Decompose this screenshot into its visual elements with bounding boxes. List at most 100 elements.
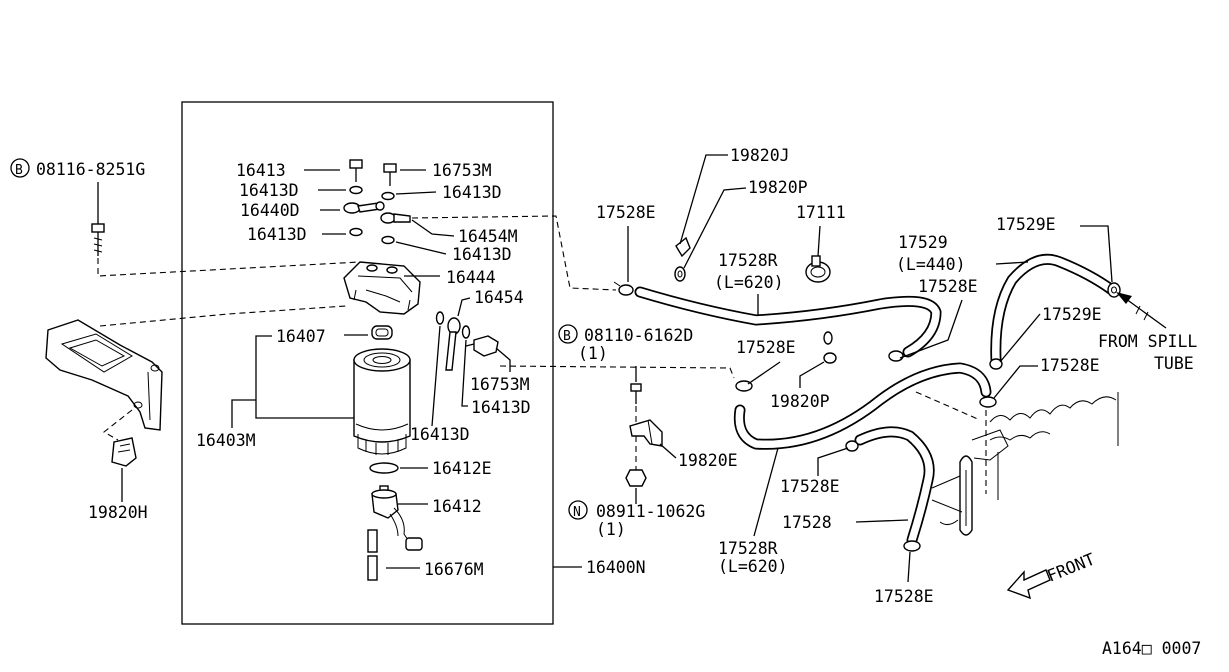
- label-16440d: 16440D: [240, 201, 300, 220]
- clamp-19820j: [675, 236, 691, 258]
- circle-n-badge: N: [568, 500, 588, 520]
- label-19820p-top: 19820P: [748, 178, 808, 197]
- figure-code: A164□ 0007: [1102, 639, 1201, 658]
- banjo-16440d: [343, 201, 385, 214]
- washer-16413d-e: [461, 325, 471, 339]
- label-16413d-d: 16413D: [452, 245, 512, 264]
- bracket-19820h: [45, 319, 163, 431]
- nut-08911: [625, 469, 647, 487]
- clamp-17528e-d: [979, 396, 997, 408]
- front-arrow-icon: [1006, 569, 1051, 600]
- label-08110-qty: (1): [578, 344, 608, 363]
- label-16413d-a: 16413D: [239, 181, 299, 200]
- clamp-17528e-a: [613, 281, 634, 296]
- clamp-17528e-f: [903, 540, 921, 552]
- label-16400n: 16400N: [586, 558, 646, 577]
- label-17529-len: (L=440): [896, 255, 966, 274]
- washer-16413d-f: [435, 311, 445, 325]
- label-17528e-e: 17528E: [780, 477, 840, 496]
- clamp-17529e-mid: [989, 358, 1003, 370]
- seal-16407: [371, 325, 393, 340]
- label-from-spill-1: FROM SPILL: [1098, 332, 1197, 351]
- bolt-08110: [630, 383, 642, 404]
- label-17111: 17111: [796, 203, 846, 222]
- circle-b-badge-mid: B: [558, 324, 578, 344]
- label-17529: 17529: [898, 233, 948, 252]
- clamp-19820p-low: [823, 331, 837, 364]
- bolt-16753m-top: [383, 163, 397, 186]
- label-17528e-f: 17528E: [874, 587, 934, 606]
- label-08110-6162d: 08110-6162D: [584, 326, 693, 345]
- washer-16413d-a: [349, 185, 363, 195]
- label-17529e-top: 17529E: [996, 215, 1056, 234]
- hose-17529: [990, 253, 1118, 366]
- label-17528: 17528: [782, 513, 832, 532]
- label-17529e-mid: 17529E: [1042, 305, 1102, 324]
- label-17528r-top: 17528R: [718, 251, 778, 270]
- clip-19820e: [629, 419, 663, 447]
- injection-pump: [915, 391, 1119, 536]
- label-16413d-c: 16413D: [442, 183, 502, 202]
- label-17528e-d: 17528E: [1040, 356, 1100, 375]
- clamp-17528e-e: [845, 440, 859, 452]
- label-16454: 16454: [474, 288, 524, 307]
- washer-16413d-b: [349, 227, 363, 237]
- label-16444: 16444: [446, 268, 496, 287]
- oring-16412e: [369, 462, 399, 474]
- filter-head-16444: [343, 261, 421, 315]
- banjo-16454: [445, 317, 461, 371]
- label-19820h: 19820H: [88, 503, 148, 522]
- clip-19820h: [111, 437, 137, 467]
- clamp-17528e-c: [888, 350, 904, 362]
- label-17528e-b: 17528E: [736, 338, 796, 357]
- bolt-08116: [91, 223, 105, 256]
- sensor-16412: [371, 485, 423, 551]
- clamp-17529e-top: [1107, 282, 1121, 298]
- washer-16413d-c: [381, 191, 395, 201]
- label-08911-qty: (1): [596, 520, 626, 539]
- spill-arrow-icon: [1116, 292, 1167, 329]
- fuel-filter-16403m: [353, 348, 411, 455]
- hose-17528r-low: [733, 362, 992, 450]
- bolt-16753m-low: [465, 335, 499, 357]
- washer-16413d-d: [381, 235, 395, 245]
- fitting-16454m: [380, 212, 411, 224]
- label-19820j: 19820J: [730, 146, 790, 165]
- label-16413d-e: 16413D: [471, 398, 531, 417]
- clamp-19820p-top: [674, 266, 686, 282]
- clamp-17111: [805, 255, 831, 283]
- label-19820e: 19820E: [678, 451, 738, 470]
- label-08116-8251g: 08116-8251G: [36, 160, 145, 179]
- svg-text:N: N: [573, 505, 581, 520]
- label-16407: 16407: [276, 327, 326, 346]
- label-16403m: 16403M: [196, 431, 256, 450]
- bolt-16413: [349, 159, 363, 182]
- svg-text:B: B: [15, 163, 23, 178]
- label-16412e: 16412E: [432, 459, 492, 478]
- label-front: FRONT: [1044, 549, 1097, 585]
- label-08911-1062g: 08911-1062G: [596, 502, 705, 521]
- label-16413: 16413: [236, 161, 286, 180]
- label-17528e-a: 17528E: [596, 203, 656, 222]
- label-17528r-top-len: (L=620): [714, 273, 784, 292]
- label-16412: 16412: [432, 497, 482, 516]
- label-17528e-c: 17528E: [918, 277, 978, 296]
- svg-text:B: B: [563, 329, 571, 344]
- label-16413d-f: 16413D: [410, 425, 470, 444]
- label-16753m-top: 16753M: [432, 161, 492, 180]
- label-19820p-low: 19820P: [770, 392, 830, 411]
- kit-box: [181, 101, 554, 625]
- label-16454m: 16454M: [458, 227, 518, 246]
- circle-b-badge-left: B: [10, 158, 30, 178]
- label-16413d-b: 16413D: [247, 225, 307, 244]
- label-from-spill-2: TUBE: [1154, 354, 1194, 373]
- label-16753m-low: 16753M: [470, 375, 530, 394]
- label-16676m: 16676M: [424, 560, 484, 579]
- label-17528r-low: 17528R: [718, 539, 778, 558]
- hose-17528r-top: [634, 286, 942, 358]
- hose-17528: [854, 426, 935, 546]
- label-17528r-low-len: (L=620): [718, 557, 788, 576]
- drain-16676m: [367, 529, 378, 581]
